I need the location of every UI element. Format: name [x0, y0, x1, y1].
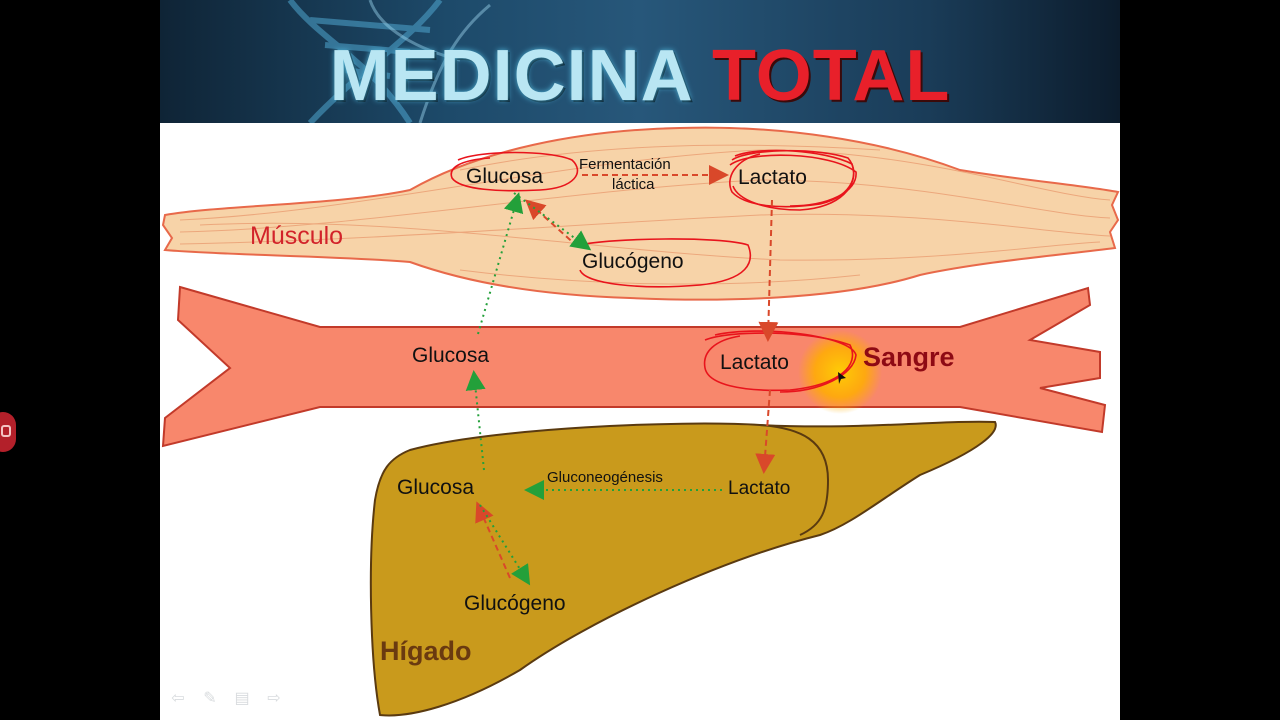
muscle-shape: [161, 126, 1120, 301]
label-muscle-title: Músculo: [250, 222, 343, 250]
arrow-right-icon[interactable]: ⇨: [267, 690, 281, 707]
label-gluconeogenesis: Gluconeogénesis: [547, 469, 663, 486]
label-liver-lactate: Lactato: [728, 478, 790, 499]
arrow-left-icon[interactable]: ⇦: [171, 690, 185, 707]
cori-cycle-diagram: Glucosa Fermentación láctica Lactato Mús…: [161, 126, 1120, 717]
annotation-circles: [450, 149, 857, 393]
camera-icon[interactable]: [0, 412, 16, 452]
arrow-muscle-lactate-to-blood: [758, 199, 779, 342]
presentation-slide: MEDICINA TOTAL: [160, 0, 1120, 720]
blood-vessel-shape: [161, 285, 1107, 448]
label-muscle-glucose: Glucosa: [466, 165, 543, 188]
arrow-liver-glucose-to-blood: [465, 370, 486, 471]
menu-icon[interactable]: ▤: [234, 690, 250, 707]
banner-title: MEDICINA TOTAL: [160, 36, 1120, 116]
banner-title-word-total: TOTAL: [712, 36, 951, 116]
label-fermentation-line1: Fermentación: [579, 156, 671, 173]
mouse-pointer-icon: [838, 372, 846, 384]
label-liver-title: Hígado: [380, 636, 472, 666]
arrow-blood-lactate-to-liver: [755, 389, 776, 474]
label-muscle-lactate: Lactato: [738, 166, 807, 189]
pointer-highlight: [798, 330, 882, 414]
label-liver-glycogen: Glucógeno: [464, 592, 566, 615]
label-blood-glucose: Glucosa: [412, 344, 489, 367]
pen-icon[interactable]: ✎: [203, 690, 217, 707]
liver-shape: [369, 420, 997, 717]
label-blood-lactate: Lactato: [720, 351, 789, 374]
label-fermentation-line2: láctica: [612, 176, 655, 193]
arrow-liver-glycogen-to-glucose: [475, 501, 511, 579]
slide-toolbar: ⇦ ✎ ▤ ⇨: [168, 690, 284, 710]
label-blood-title: Sangre: [863, 342, 955, 372]
header-banner: MEDICINA TOTAL: [160, 0, 1120, 123]
dna-helix-graphic: [287, 0, 491, 123]
banner-title-word-medicina: MEDICINA: [329, 36, 691, 116]
label-liver-glucose: Glucosa: [397, 476, 474, 499]
label-muscle-glycogen: Glucógeno: [582, 250, 684, 273]
